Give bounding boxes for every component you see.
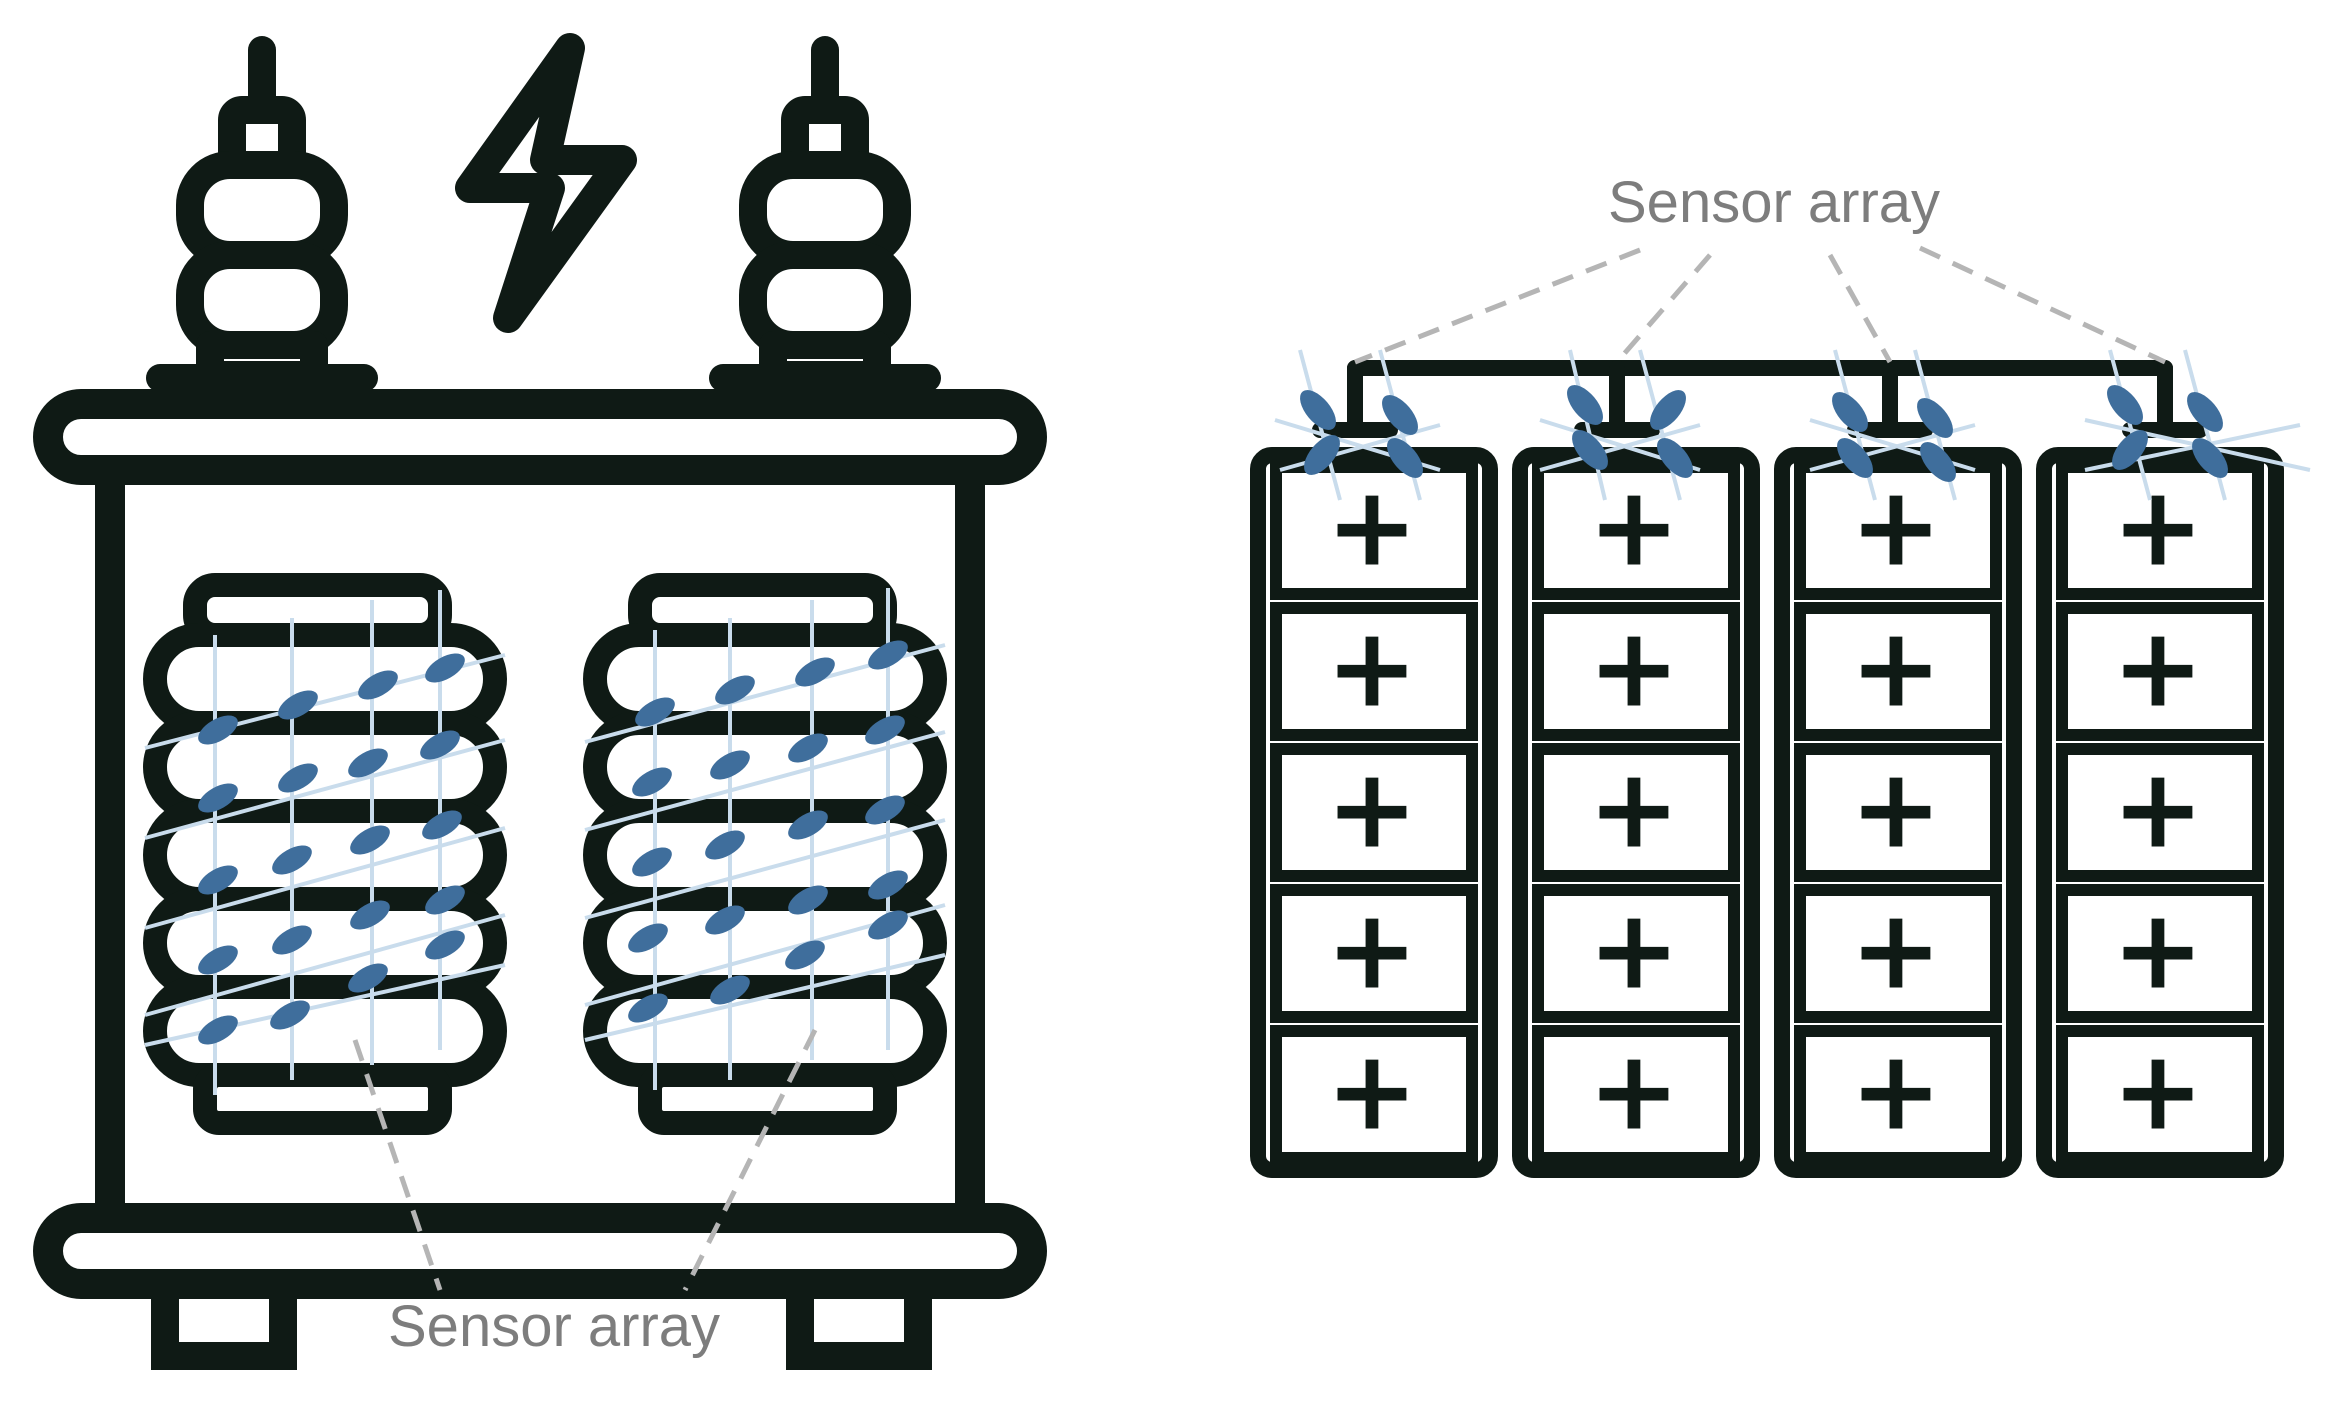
transformer-sensor-array [198, 640, 908, 1045]
transformer-illustration [33, 33, 1047, 1370]
plus-terminal-icon: + [1326, 745, 1418, 873]
plus-terminal-icon: + [2112, 604, 2204, 732]
battery-sensor-array [1300, 385, 2228, 482]
battery-cell [1532, 743, 1740, 882]
battery-cell [1270, 461, 1478, 600]
bus-bar [1312, 360, 2208, 438]
battery-cell [1270, 743, 1478, 882]
battery-cell [1794, 1025, 2002, 1164]
battery-sensor-array-label: Sensor array [1608, 170, 1941, 235]
plus-terminal-icon: + [1326, 604, 1418, 732]
battery-cell [1532, 1025, 1740, 1164]
plus-terminal-icon: + [1326, 886, 1418, 1014]
plus-terminal-icon: + [1588, 886, 1680, 1014]
plus-terminal-icon: + [1588, 604, 1680, 732]
battery-cell [1794, 884, 2002, 1023]
plus-terminal-icon: + [1850, 886, 1942, 1014]
battery-column [1774, 447, 2022, 1178]
lightning-bolt-icon [455, 33, 637, 333]
left-coil [143, 573, 507, 1135]
battery-cell [1794, 602, 2002, 741]
battery-cell [1794, 743, 2002, 882]
plus-terminal-icon: + [1850, 1027, 1942, 1155]
plus-terminal-icon: + [1588, 1027, 1680, 1155]
battery-cell [1270, 602, 1478, 741]
battery-cell [2056, 743, 2264, 882]
plus-terminal-icon: + [1850, 604, 1942, 732]
battery-leader-lines [1354, 245, 2167, 365]
battery-columns: ++++++++++++++++++++ [1250, 447, 2284, 1178]
plus-terminal-icon: + [1326, 463, 1418, 591]
battery-cell [1270, 1025, 1478, 1164]
plus-terminal-icon: + [1850, 745, 1942, 873]
plus-terminal-icon: + [2112, 886, 2204, 1014]
transformer-sensor-array-label: Sensor array [388, 1294, 721, 1359]
battery-cell [1532, 602, 1740, 741]
battery-column [1250, 447, 1498, 1178]
bottom-plate [33, 1203, 1047, 1299]
battery-cell [2056, 602, 2264, 741]
plus-terminal-icon: + [2112, 463, 2204, 591]
right-foot [786, 1270, 932, 1370]
battery-cell [2056, 461, 2264, 600]
right-coil [583, 573, 947, 1135]
battery-pack-illustration: ++++++++++++++++++++ [1250, 245, 2311, 1178]
right-bushing [709, 36, 941, 392]
battery-cell [1794, 461, 2002, 600]
plus-terminal-icon: + [2112, 745, 2204, 873]
battery-cell [1270, 884, 1478, 1023]
top-plate [33, 389, 1047, 485]
tank-body [95, 470, 985, 1218]
plus-terminal-icon: + [1850, 463, 1942, 591]
transformer-leader-lines [352, 1028, 818, 1292]
plus-terminal-icon: + [2112, 1027, 2204, 1155]
plus-terminal-icon: + [1326, 1027, 1418, 1155]
battery-cell [2056, 884, 2264, 1023]
battery-cell [1532, 461, 1740, 600]
battery-cell [2056, 1025, 2264, 1164]
left-bushing [146, 36, 378, 392]
battery-column [1512, 447, 1760, 1178]
plus-terminal-icon: + [1588, 745, 1680, 873]
battery-cell [1532, 884, 1740, 1023]
left-foot [151, 1270, 297, 1370]
